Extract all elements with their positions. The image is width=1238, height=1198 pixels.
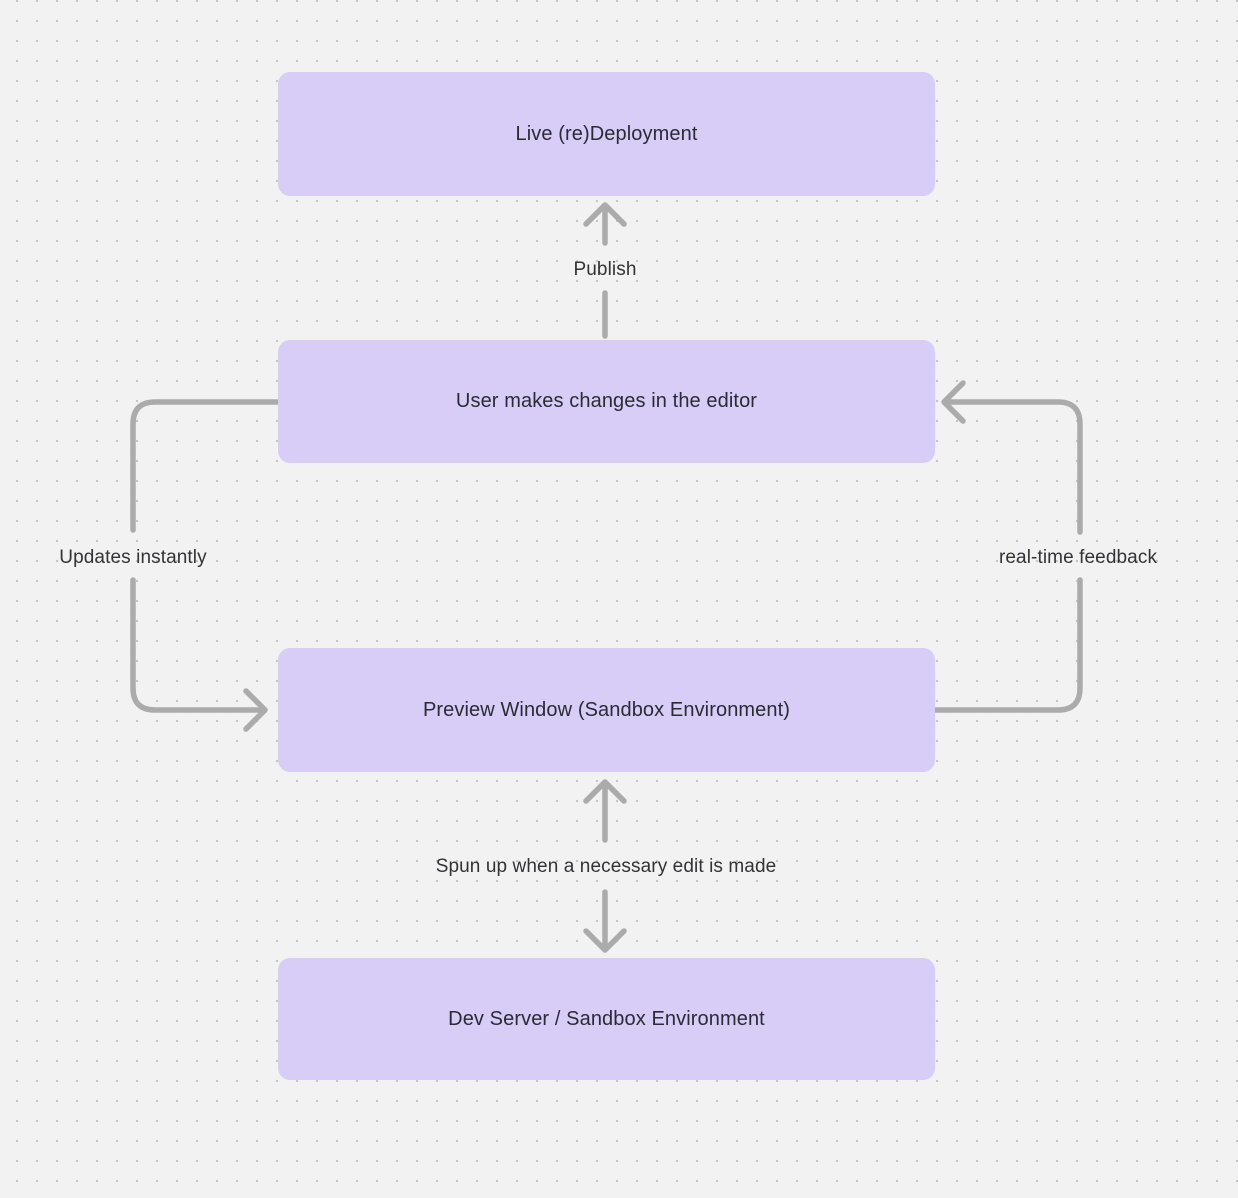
edge-label-realtime-feedback[interactable]: real-time feedback	[998, 547, 1158, 568]
node-label: Live (re)Deployment	[515, 122, 698, 145]
arrow-up-head	[583, 202, 627, 227]
arrow-updates-instantly[interactable]	[130, 399, 281, 732]
arrow-publish[interactable]	[583, 202, 627, 339]
edge-label-spun-up[interactable]: Spun up when a necessary edit is made	[435, 856, 777, 877]
arrow-spun-up[interactable]	[583, 779, 627, 953]
arrow-up-head	[583, 779, 627, 804]
arrow-down-head	[583, 928, 627, 953]
node-label: User makes changes in the editor	[455, 390, 758, 412]
node-live-redeployment[interactable]: Live (re)Deployment	[278, 72, 935, 196]
node-user-editor[interactable]: User makes changes in the editor	[278, 340, 935, 463]
node-preview-window[interactable]: Preview Window (Sandbox Environment)	[278, 648, 935, 772]
edge-label-publish[interactable]: Publish	[573, 259, 637, 280]
node-label: Preview Window (Sandbox Environment)	[422, 698, 791, 721]
arrow-realtime-feedback[interactable]	[932, 380, 1083, 713]
arrow-left-head	[941, 380, 966, 424]
node-dev-server[interactable]: Dev Server / Sandbox Environment	[278, 958, 935, 1080]
edge-label-updates-instantly[interactable]: Updates instantly	[59, 547, 207, 568]
node-label: Dev Server / Sandbox Environment	[448, 1007, 765, 1030]
arrow-right-head	[243, 688, 268, 732]
